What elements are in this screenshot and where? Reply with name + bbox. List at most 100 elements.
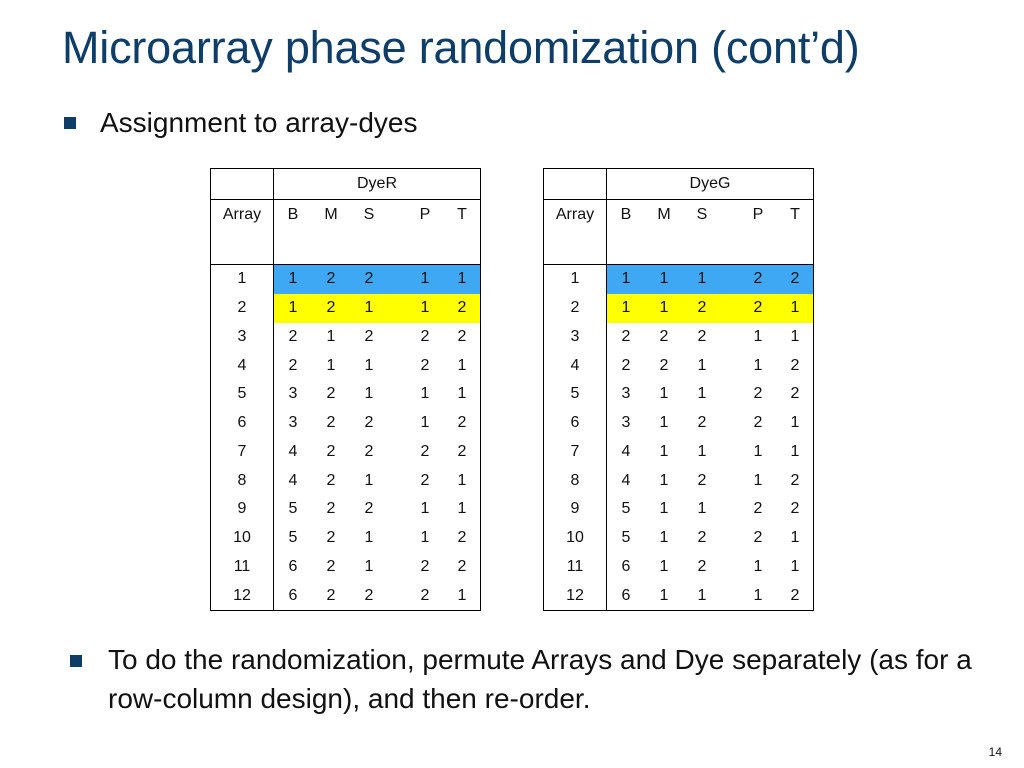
table-cell: 3 — [621, 385, 631, 403]
table-cell: 2 — [312, 264, 350, 294]
table-cell: 1 — [406, 264, 444, 294]
table-cell: 2 — [697, 471, 707, 489]
bullet-text-2: To do the randomization, permute Arrays … — [108, 644, 972, 714]
column-gap — [388, 199, 406, 265]
table-cell: 2 — [457, 557, 467, 575]
gap-cell — [721, 351, 739, 380]
gap-cell — [388, 438, 406, 467]
table-cell: 2 — [697, 414, 707, 432]
table-cell: 1 — [273, 264, 312, 294]
table-cell: 9 — [543, 495, 607, 524]
table-cell: 1 — [659, 471, 669, 489]
table-cell: 2 — [457, 414, 467, 432]
table-cell: 1 — [457, 500, 467, 518]
table-cell: 1 — [420, 414, 430, 432]
bullet-item-2: To do the randomization, permute Arrays … — [70, 640, 1010, 718]
table-cell: 6 — [210, 408, 274, 438]
table-cell: 1 — [659, 529, 669, 547]
bullet-text-1: Assignment to array-dyes — [100, 107, 418, 138]
table-cell: 1 — [457, 385, 467, 403]
table-cell: 5 — [288, 529, 298, 547]
gap-cell — [388, 524, 406, 553]
gap-cell — [721, 409, 739, 438]
table-cell: 5 — [621, 529, 631, 547]
table-cell: 1 — [659, 442, 669, 460]
table-cell: 3 — [210, 322, 274, 352]
table-cell: 1 — [457, 586, 467, 604]
bullet-item-1: Assignment to array-dyes — [64, 103, 417, 143]
table-cell: 5 — [288, 500, 298, 518]
column-header: B — [606, 199, 645, 265]
table-cell: 11 — [210, 552, 274, 582]
gap-cell — [721, 264, 739, 294]
table-cell: 2 — [326, 500, 336, 518]
table-cell: 3 — [288, 414, 298, 432]
table-cell: 2 — [739, 264, 777, 294]
table-cell: 1 — [543, 264, 607, 294]
table-cell: 1 — [457, 471, 467, 489]
table-cell: 2 — [210, 293, 274, 323]
table-cell: 2 — [790, 500, 800, 518]
table-cell: 4 — [621, 471, 631, 489]
table-cell: 1 — [420, 500, 430, 518]
gap-cell — [388, 553, 406, 582]
table-cell: 2 — [697, 529, 707, 547]
table-cell: 1 — [697, 442, 707, 460]
table-cell: 1 — [697, 356, 707, 374]
table-cell: 2 — [364, 442, 374, 460]
table-cell: 1 — [364, 471, 374, 489]
table-cell: 2 — [659, 327, 669, 345]
table-cell: 2 — [326, 557, 336, 575]
table-cell: 2 — [621, 356, 631, 374]
table-cell: 2 — [753, 385, 763, 403]
column-header: B — [273, 199, 312, 265]
table-cell: 1 — [420, 529, 430, 547]
table-cell: 1 — [364, 385, 374, 403]
table-cell: 2 — [659, 356, 669, 374]
table-cell: 2 — [697, 557, 707, 575]
header-blank-cell — [543, 168, 607, 200]
gap-cell — [388, 293, 406, 323]
table-cell: 1 — [697, 586, 707, 604]
column-header: M — [312, 199, 350, 265]
table-cell: 2 — [697, 327, 707, 345]
table-cell: 2 — [288, 356, 298, 374]
column-header: P — [406, 199, 444, 265]
column-header: Array — [543, 199, 607, 265]
gap-cell — [388, 466, 406, 495]
table-cell: 2 — [790, 471, 800, 489]
table-cell: 1 — [350, 293, 388, 323]
table-cell: 1 — [420, 385, 430, 403]
table-cell: 7 — [543, 437, 607, 467]
table-cell: 2 — [753, 529, 763, 547]
table-cell: 1 — [753, 327, 763, 345]
table-cell: 1 — [645, 264, 683, 294]
gap-cell — [388, 581, 406, 610]
table-cell: 2 — [457, 529, 467, 547]
table-cell: 2 — [288, 327, 298, 345]
table-cell: 1 — [753, 586, 763, 604]
table-cell: 2 — [753, 414, 763, 432]
table-group-header: DyeR — [210, 168, 481, 200]
gap-cell — [388, 264, 406, 294]
table-cell: 6 — [543, 408, 607, 438]
table-cell: 2 — [739, 293, 777, 323]
page-number: 14 — [988, 745, 1002, 759]
table-cell: 2 — [543, 293, 607, 323]
table-cell: 6 — [621, 557, 631, 575]
table-cell: 1 — [790, 529, 800, 547]
table-cell: 1 — [753, 356, 763, 374]
gap-cell — [388, 495, 406, 524]
gap-cell — [721, 524, 739, 553]
table-cell: 2 — [364, 327, 374, 345]
